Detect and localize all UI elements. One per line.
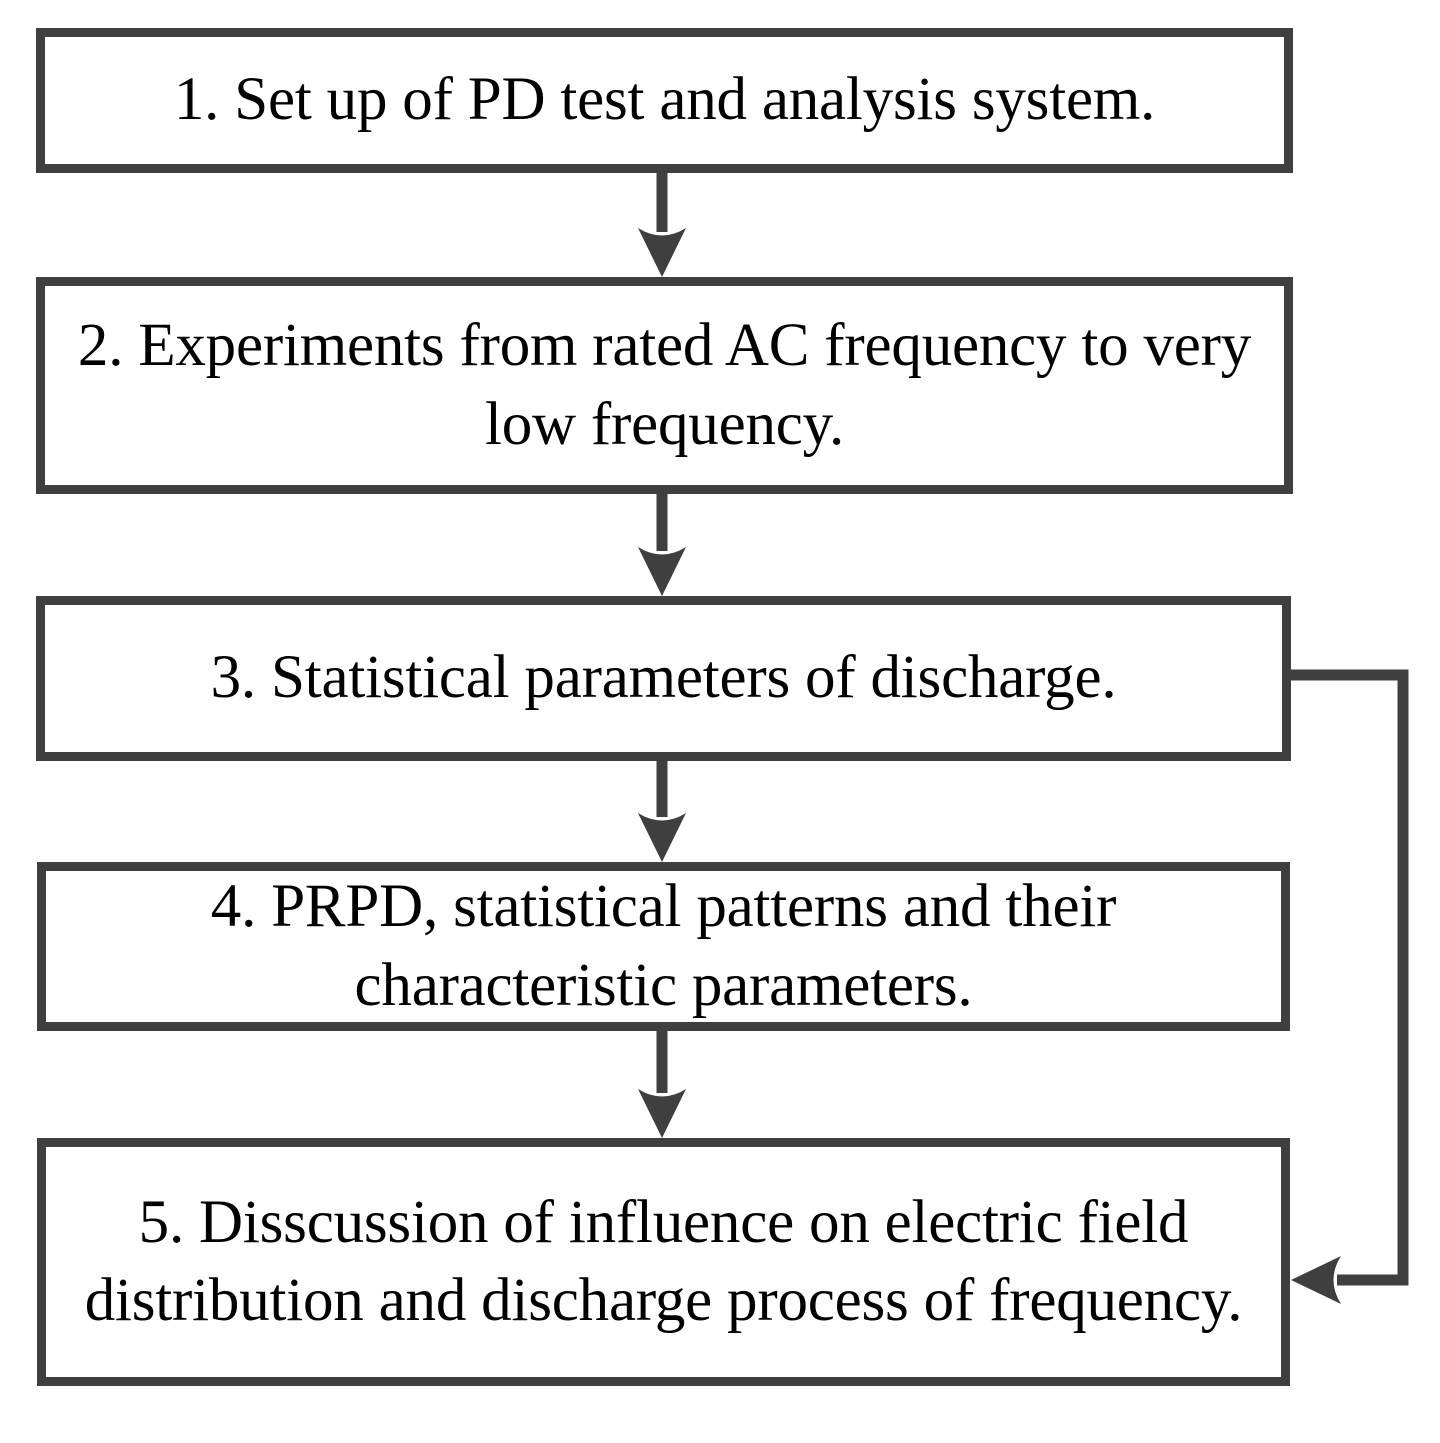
flow-step-box-5[interactable]: 5. Disscussion of influence on electric … <box>37 1138 1290 1386</box>
flow-step-label-4: 4. PRPD, statistical patterns and their … <box>210 873 1117 1019</box>
flow-step-label-1: 1. Set up of PD test and analysis system… <box>173 66 1156 134</box>
flow-step-label-3: 3. Statistical parameters of discharge. <box>210 644 1117 712</box>
flow-step-box-4[interactable]: 4. PRPD, statistical patterns and their … <box>37 862 1290 1031</box>
flow-step-label-5: 5. Disscussion of influence on electric … <box>84 1188 1243 1334</box>
flow-step-box-2[interactable]: 2. Experiments from rated AC frequency t… <box>36 277 1293 494</box>
arrow-step3-to-step4 <box>638 760 686 862</box>
flow-step-box-1[interactable]: 1. Set up of PD test and analysis system… <box>36 28 1293 173</box>
flow-step-box-3[interactable]: 3. Statistical parameters of discharge. <box>36 596 1291 761</box>
arrow-step1-to-step2 <box>638 172 686 277</box>
arrow-step4-to-step5 <box>638 1030 686 1138</box>
arrow-step3-to-step5-feedback <box>1291 669 1409 1304</box>
flow-step-label-2: 2. Experiments from rated AC frequency t… <box>77 312 1252 458</box>
arrow-step2-to-step3 <box>638 492 686 596</box>
